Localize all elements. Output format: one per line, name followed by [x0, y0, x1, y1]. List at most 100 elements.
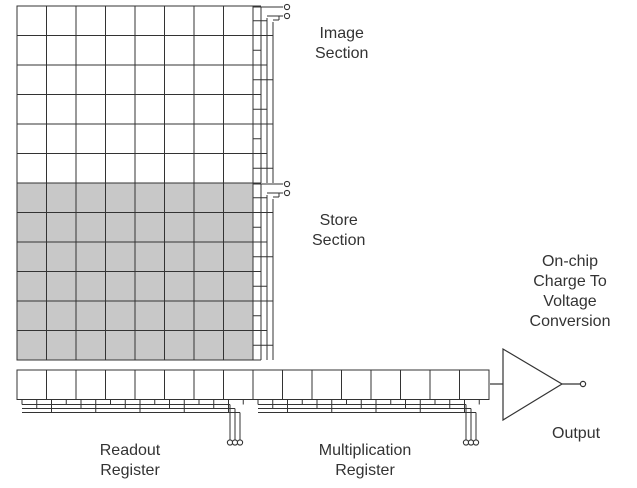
- store-pixel: [193, 271, 224, 302]
- image-pixel: [16, 153, 47, 184]
- readout-register-label-line1: Readout: [99, 442, 161, 459]
- image-pixel: [46, 153, 77, 184]
- multiplication-register-cell: [400, 369, 431, 400]
- store-pixel: [46, 300, 77, 331]
- image-pixel: [164, 64, 195, 95]
- image-pixel: [223, 35, 254, 66]
- multiplication-register-cell: [252, 369, 283, 400]
- image-pixel: [16, 5, 47, 36]
- image-pixel: [75, 64, 106, 95]
- image-pixel: [46, 64, 77, 95]
- image-pixel: [223, 123, 254, 154]
- multiplication-register-cell: [370, 369, 401, 400]
- store-pixel: [223, 300, 254, 331]
- readout-register-cell: [16, 369, 47, 400]
- store-pixel: [164, 300, 195, 331]
- store-pixel: [16, 212, 47, 243]
- store-pixel: [46, 241, 77, 272]
- store-pixel: [164, 241, 195, 272]
- readout-register-cell: [164, 369, 195, 400]
- multiplication-register-cell: [459, 369, 490, 400]
- store-pixel: [193, 212, 224, 243]
- store-section-label-line2: Section: [312, 232, 366, 249]
- readout-register-cell: [134, 369, 165, 400]
- store-pixel: [75, 212, 106, 243]
- store-pixel: [46, 330, 77, 361]
- store-pixel: [223, 182, 254, 213]
- store-pixel: [134, 330, 165, 361]
- image-pixel: [105, 123, 136, 154]
- amplifier-triangle-icon: [502, 347, 564, 422]
- store-pixel: [164, 182, 195, 213]
- store-pixel: [16, 330, 47, 361]
- multiplication-register-cell: [429, 369, 460, 400]
- image-pixel: [105, 153, 136, 184]
- store-pixel: [134, 182, 165, 213]
- store-pixel: [75, 182, 106, 213]
- store-pixel: [46, 271, 77, 302]
- store-pixel: [105, 182, 136, 213]
- image-pixel: [223, 64, 254, 95]
- store-pixel: [16, 241, 47, 272]
- image-clock-terminal: [283, 3, 291, 11]
- image-pixel: [134, 153, 165, 184]
- image-pixel: [164, 123, 195, 154]
- image-pixel: [193, 94, 224, 125]
- multiplication-register: [252, 369, 490, 400]
- readout-register-cell: [75, 369, 106, 400]
- image-pixel: [16, 123, 47, 154]
- image-pixel: [16, 64, 47, 95]
- image-pixel: [134, 64, 165, 95]
- image-pixel: [105, 64, 136, 95]
- store-clock-terminal: [283, 180, 291, 188]
- image-pixel: [75, 35, 106, 66]
- image-pixel: [75, 94, 106, 125]
- store-pixel: [164, 330, 195, 361]
- conversion-label-line2: Charge To: [533, 273, 607, 290]
- store-pixel: [105, 212, 136, 243]
- image-pixel: [75, 123, 106, 154]
- store-clock-terminal: [283, 189, 291, 197]
- image-section-label: Image Section: [315, 24, 368, 64]
- image-pixel: [164, 153, 195, 184]
- image-pixel: [46, 123, 77, 154]
- image-pixel: [46, 5, 77, 36]
- store-pixel: [75, 241, 106, 272]
- readout-register-cell: [193, 369, 224, 400]
- multiplication-register-label: Multiplication Register: [300, 441, 430, 481]
- store-pixel: [134, 300, 165, 331]
- store-pixel: [16, 300, 47, 331]
- output-amplifier: [490, 347, 587, 422]
- store-section-clock-lines: [253, 180, 291, 361]
- store-pixel: [223, 271, 254, 302]
- image-pixel: [134, 35, 165, 66]
- output-terminal: [579, 380, 587, 388]
- image-pixel: [223, 153, 254, 184]
- image-pixel: [193, 5, 224, 36]
- multiplication-register-label-line2: Register: [335, 462, 395, 479]
- image-pixel: [134, 123, 165, 154]
- readout-register-cell: [223, 369, 254, 400]
- image-pixel: [46, 94, 77, 125]
- multiplication-clock-terminal: [467, 439, 475, 446]
- readout-register: [16, 369, 254, 400]
- image-pixel: [75, 153, 106, 184]
- readout-clock-terminal: [226, 439, 234, 446]
- store-pixel: [223, 241, 254, 272]
- store-pixel: [105, 330, 136, 361]
- store-pixel: [134, 241, 165, 272]
- store-pixel: [16, 271, 47, 302]
- multiplication-register-label-line1: Multiplication: [318, 442, 412, 459]
- image-pixel: [223, 5, 254, 36]
- readout-clock-terminal: [236, 439, 244, 446]
- image-pixel: [164, 35, 195, 66]
- multiplication-register-cell: [311, 369, 342, 400]
- readout-register-cell: [46, 369, 77, 400]
- image-clock-terminal: [283, 12, 291, 20]
- readout-register-label: Readout Register: [88, 441, 172, 481]
- image-pixel: [193, 153, 224, 184]
- readout-clock-terminal: [231, 439, 239, 446]
- store-pixel: [75, 300, 106, 331]
- output-label-text: Output: [552, 425, 601, 442]
